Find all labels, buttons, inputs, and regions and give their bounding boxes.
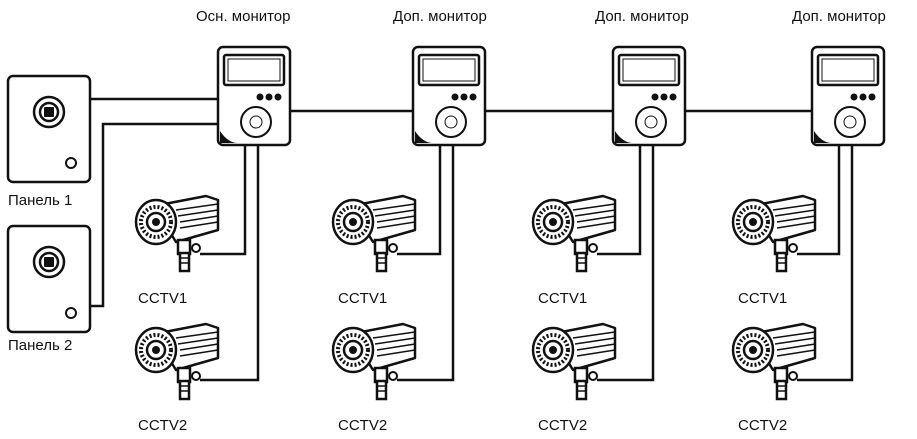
intercom-monitor-icon <box>611 45 687 147</box>
wire-cctv2 <box>200 145 260 382</box>
camera-label: CCTV1 <box>338 290 388 307</box>
camera-label: CCTV2 <box>738 417 788 434</box>
camera-label: CCTV1 <box>138 290 188 307</box>
cctv-camera-icon <box>531 322 617 401</box>
cctv-camera-icon <box>134 194 220 273</box>
wire-cctv1 <box>597 145 642 256</box>
wire-cctv2 <box>397 145 455 382</box>
wire-cctv1 <box>200 145 247 256</box>
wire-cctv2 <box>597 145 655 382</box>
monitor-label: Доп. монитор <box>792 8 886 25</box>
wire-cctv1 <box>797 145 841 256</box>
call-panel-icon <box>6 74 92 184</box>
camera-label: CCTV1 <box>538 290 588 307</box>
panel-label: Панель 1 <box>8 192 73 209</box>
monitor-label: Доп. монитор <box>595 8 689 25</box>
monitor-label: Доп. монитор <box>393 8 487 25</box>
wire-cctv2 <box>797 145 854 382</box>
intercom-monitor-icon <box>411 45 487 147</box>
intercom-monitor-icon <box>216 45 292 147</box>
wire-cctv1 <box>397 145 442 256</box>
cctv-camera-icon <box>134 322 220 401</box>
cctv-camera-icon <box>731 194 817 273</box>
camera-label: CCTV1 <box>738 290 788 307</box>
wire-panel2-monitor <box>90 122 218 308</box>
cctv-camera-icon <box>331 322 417 401</box>
camera-label: CCTV2 <box>338 417 388 434</box>
cctv-camera-icon <box>731 322 817 401</box>
monitor-label: Осн. монитор <box>196 8 291 25</box>
intercom-monitor-icon <box>810 45 886 147</box>
wiring <box>90 97 854 382</box>
cctv-camera-icon <box>331 194 417 273</box>
cctv-camera-icon <box>531 194 617 273</box>
camera-label: CCTV2 <box>538 417 588 434</box>
call-panel-icon <box>6 224 92 334</box>
camera-label: CCTV2 <box>138 417 188 434</box>
panel-label: Панель 2 <box>8 337 73 354</box>
